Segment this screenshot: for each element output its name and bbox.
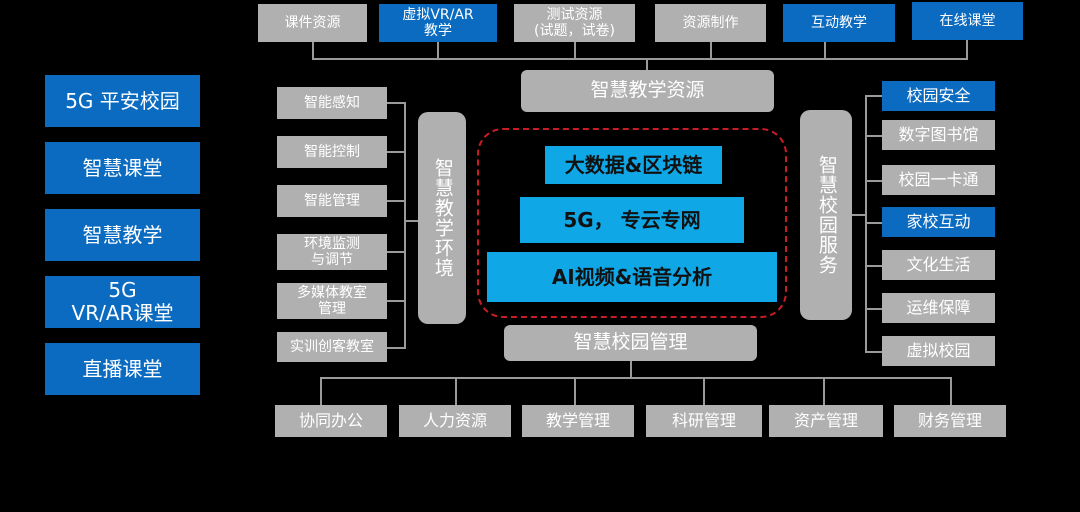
core-bigdata-blockchain: 大数据&区块链 <box>545 146 722 184</box>
connector <box>404 102 406 349</box>
core-dashed-frame <box>477 128 787 318</box>
hub-teaching-resources: 智慧教学资源 <box>521 70 774 112</box>
connector <box>865 135 882 137</box>
connector <box>852 214 866 216</box>
connector <box>387 200 405 202</box>
connector <box>865 180 882 182</box>
connector <box>312 40 314 60</box>
connector <box>865 95 882 97</box>
mgmt-teaching: 教学管理 <box>522 405 634 437</box>
connector <box>710 40 712 60</box>
connector <box>455 377 457 405</box>
connector <box>574 377 576 405</box>
connector <box>387 102 405 104</box>
service-item-home-school: 家校互动 <box>882 207 995 237</box>
connector <box>865 351 882 353</box>
env-item-control: 智能控制 <box>277 136 387 168</box>
connector <box>387 347 405 349</box>
connector <box>865 308 882 310</box>
resource-production: 资源制作 <box>655 4 766 42</box>
env-item-multimedia: 多媒体教室 管理 <box>277 283 387 319</box>
left-item-live-class: 直播课堂 <box>45 343 200 395</box>
service-item-campus-safety: 校园安全 <box>882 81 995 111</box>
resource-interactive: 互动教学 <box>783 4 895 42</box>
service-item-culture-life: 文化生活 <box>882 250 995 280</box>
connector <box>950 377 952 405</box>
environment-title: 智慧教学环境 <box>418 112 466 324</box>
hub-campus-management: 智慧校园管理 <box>504 325 757 361</box>
core-5g-network: 5G， 专云专网 <box>520 197 744 243</box>
core-ai-video-voice: AI视频&语音分析 <box>487 252 777 302</box>
mgmt-assets: 资产管理 <box>769 405 883 437</box>
left-item-vr-class: 5G VR/AR课堂 <box>45 276 200 328</box>
connector <box>312 58 968 60</box>
mgmt-finance: 财务管理 <box>894 405 1006 437</box>
left-item-safe-campus: 5G 平安校园 <box>45 75 200 127</box>
service-item-virtual-campus: 虚拟校园 <box>882 336 995 366</box>
connector <box>966 40 968 60</box>
connector <box>320 377 322 405</box>
connector <box>320 377 952 379</box>
service-title: 智慧校园服务 <box>800 110 852 320</box>
connector <box>574 40 576 60</box>
resource-courseware: 课件资源 <box>258 4 367 42</box>
env-item-maker-room: 实训创客教室 <box>277 332 387 362</box>
connector <box>703 377 705 405</box>
connector <box>387 251 405 253</box>
connector <box>865 265 882 267</box>
connector <box>437 40 439 60</box>
mgmt-collaboration: 协同办公 <box>275 405 387 437</box>
resource-online-class: 在线课堂 <box>912 2 1023 40</box>
connector <box>646 58 648 70</box>
env-item-sensing: 智能感知 <box>277 87 387 119</box>
left-item-smart-class: 智慧课堂 <box>45 142 200 194</box>
service-item-operations: 运维保障 <box>882 293 995 323</box>
env-item-monitoring: 环境监测 与调节 <box>277 234 387 270</box>
connector <box>404 220 418 222</box>
resource-tests: 测试资源 (试题，试卷) <box>514 4 635 42</box>
connector <box>823 377 825 405</box>
connector <box>824 40 826 60</box>
connector <box>387 300 405 302</box>
service-item-campus-card: 校园一卡通 <box>882 165 995 195</box>
connector <box>630 361 632 378</box>
connector <box>865 222 882 224</box>
mgmt-hr: 人力资源 <box>399 405 511 437</box>
mgmt-research: 科研管理 <box>646 405 762 437</box>
service-item-digital-library: 数字图书馆 <box>882 120 995 150</box>
left-item-smart-teaching: 智慧教学 <box>45 209 200 261</box>
connector <box>387 151 405 153</box>
env-item-management: 智能管理 <box>277 185 387 217</box>
resource-vr-teaching: 虚拟VR/AR 教学 <box>379 4 497 42</box>
